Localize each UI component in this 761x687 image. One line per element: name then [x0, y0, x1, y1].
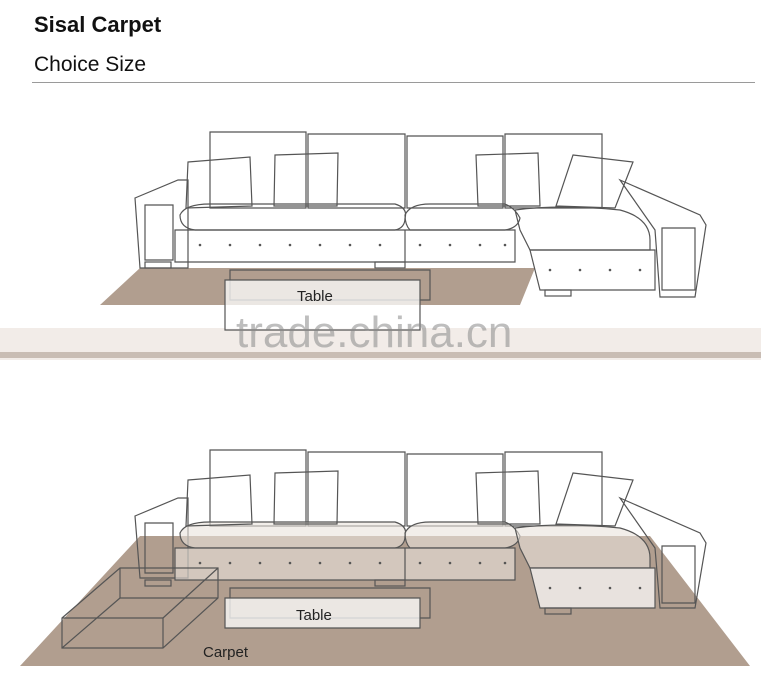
- carpet-edge-band: [0, 352, 761, 358]
- scene-small-carpet-illustration: Table trade.china.cn: [0, 131, 761, 360]
- scene-large-carpet-illustration: Table Carpet: [20, 449, 750, 666]
- sofa-studs: [198, 243, 642, 272]
- sofa-drawing: [134, 131, 707, 331]
- table-label: Table: [297, 288, 333, 305]
- carpet-label: Carpet: [203, 644, 249, 661]
- header-divider: [32, 82, 755, 83]
- watermark-text: trade.china.cn: [236, 308, 512, 357]
- page-title: Sisal Carpet: [34, 12, 162, 37]
- sofa-drawing: [61, 449, 707, 649]
- scene-large-carpet: Table Carpet: [0, 418, 761, 687]
- table-label: Table: [296, 607, 332, 624]
- page-subtitle: Choice Size: [34, 53, 147, 76]
- sofa-studs: [198, 561, 642, 590]
- scene-small-carpet: Table trade.china.cn: [0, 100, 761, 370]
